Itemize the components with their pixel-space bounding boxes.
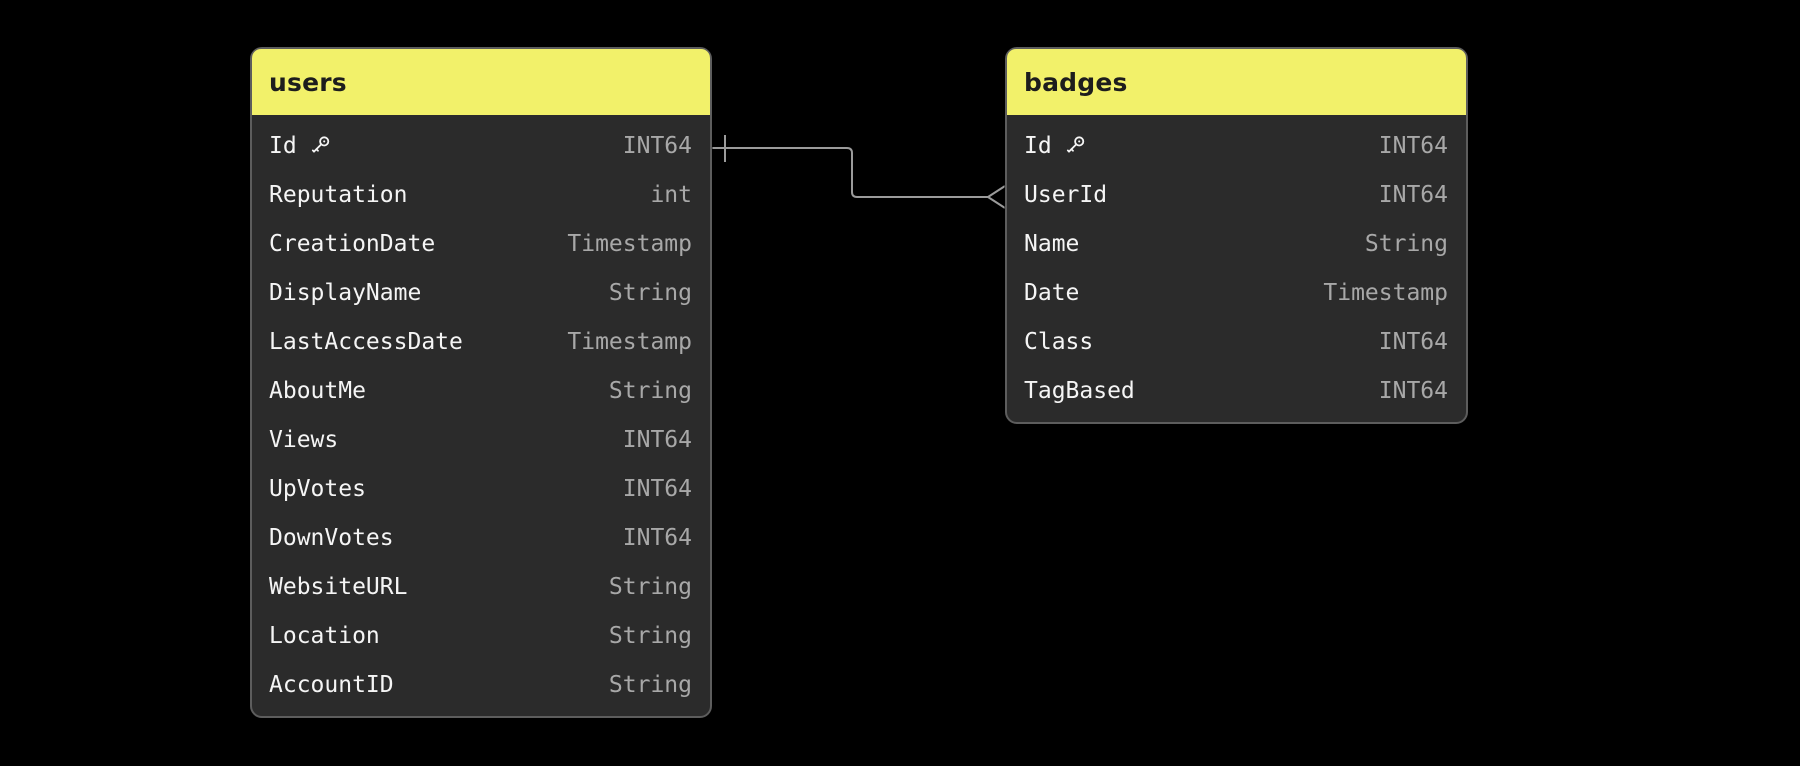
field-type: String bbox=[608, 279, 692, 306]
table-row-accountid[interactable]: AccountID String bbox=[252, 660, 710, 709]
field-name: WebsiteURL bbox=[269, 573, 408, 600]
table-row-lastaccessdate[interactable]: LastAccessDate Timestamp bbox=[252, 317, 710, 366]
field-type: String bbox=[608, 377, 692, 404]
table-row-name[interactable]: Name String bbox=[1007, 219, 1466, 268]
table-title: badges bbox=[1024, 67, 1128, 97]
table-row-downvotes[interactable]: DownVotes INT64 bbox=[252, 513, 710, 562]
field-type: Timestamp bbox=[567, 328, 692, 355]
field-type: INT64 bbox=[622, 524, 692, 551]
field-type: INT64 bbox=[622, 132, 692, 159]
table-badges-rows: Id INT64 UserId INT64 bbox=[1007, 115, 1466, 422]
many-cardinality-crowfoot bbox=[987, 185, 1006, 209]
table-badges[interactable]: badges Id INT64 bbox=[1005, 47, 1468, 424]
table-row-displayname[interactable]: DisplayName String bbox=[252, 268, 710, 317]
field-name: TagBased bbox=[1024, 377, 1135, 404]
field-name: AccountID bbox=[269, 671, 394, 698]
field-name: Reputation bbox=[269, 181, 408, 208]
table-row-reputation[interactable]: Reputation int bbox=[252, 170, 710, 219]
table-users[interactable]: users Id INT64 bbox=[250, 47, 712, 718]
field-name: Views bbox=[269, 426, 339, 453]
field-type: INT64 bbox=[1378, 181, 1448, 208]
field-name: UpVotes bbox=[269, 475, 366, 502]
field-type: String bbox=[608, 573, 692, 600]
field-type: INT64 bbox=[622, 426, 692, 453]
table-row-location[interactable]: Location String bbox=[252, 611, 710, 660]
table-row-userid[interactable]: UserId INT64 bbox=[1007, 170, 1466, 219]
field-name: Name bbox=[1024, 230, 1080, 257]
field-name: AboutMe bbox=[269, 377, 366, 404]
field-name: Id bbox=[269, 133, 332, 159]
table-row-id[interactable]: Id INT64 bbox=[1007, 121, 1466, 170]
field-type: INT64 bbox=[1378, 377, 1448, 404]
field-type: int bbox=[650, 181, 692, 208]
primary-key-icon bbox=[1064, 134, 1087, 157]
table-row-id[interactable]: Id INT64 bbox=[252, 121, 710, 170]
table-users-header[interactable]: users bbox=[252, 49, 710, 115]
field-name: Class bbox=[1024, 328, 1094, 355]
table-row-date[interactable]: Date Timestamp bbox=[1007, 268, 1466, 317]
field-name: DownVotes bbox=[269, 524, 394, 551]
field-name: Id bbox=[1024, 133, 1087, 159]
field-type: String bbox=[608, 622, 692, 649]
table-row-creationdate[interactable]: CreationDate Timestamp bbox=[252, 219, 710, 268]
field-name: DisplayName bbox=[269, 279, 422, 306]
table-row-aboutme[interactable]: AboutMe String bbox=[252, 366, 710, 415]
table-row-class[interactable]: Class INT64 bbox=[1007, 317, 1466, 366]
field-type: INT64 bbox=[1378, 132, 1448, 159]
table-row-websiteurl[interactable]: WebsiteURL String bbox=[252, 562, 710, 611]
table-badges-header[interactable]: badges bbox=[1007, 49, 1466, 115]
field-name: CreationDate bbox=[269, 230, 436, 257]
table-title: users bbox=[269, 67, 347, 97]
field-type: Timestamp bbox=[567, 230, 692, 257]
field-type: String bbox=[1364, 230, 1448, 257]
field-name: Location bbox=[269, 622, 380, 649]
field-type: Timestamp bbox=[1323, 279, 1448, 306]
field-name: Date bbox=[1024, 279, 1080, 306]
table-row-views[interactable]: Views INT64 bbox=[252, 415, 710, 464]
field-name: LastAccessDate bbox=[269, 328, 463, 355]
field-type: String bbox=[608, 671, 692, 698]
field-name: UserId bbox=[1024, 181, 1108, 208]
table-users-rows: Id INT64 Reputation int bbox=[252, 115, 710, 716]
field-type: INT64 bbox=[622, 475, 692, 502]
table-row-upvotes[interactable]: UpVotes INT64 bbox=[252, 464, 710, 513]
field-type: INT64 bbox=[1378, 328, 1448, 355]
table-row-tagbased[interactable]: TagBased INT64 bbox=[1007, 366, 1466, 415]
relationship-line[interactable] bbox=[712, 147, 988, 198]
primary-key-icon bbox=[309, 134, 332, 157]
